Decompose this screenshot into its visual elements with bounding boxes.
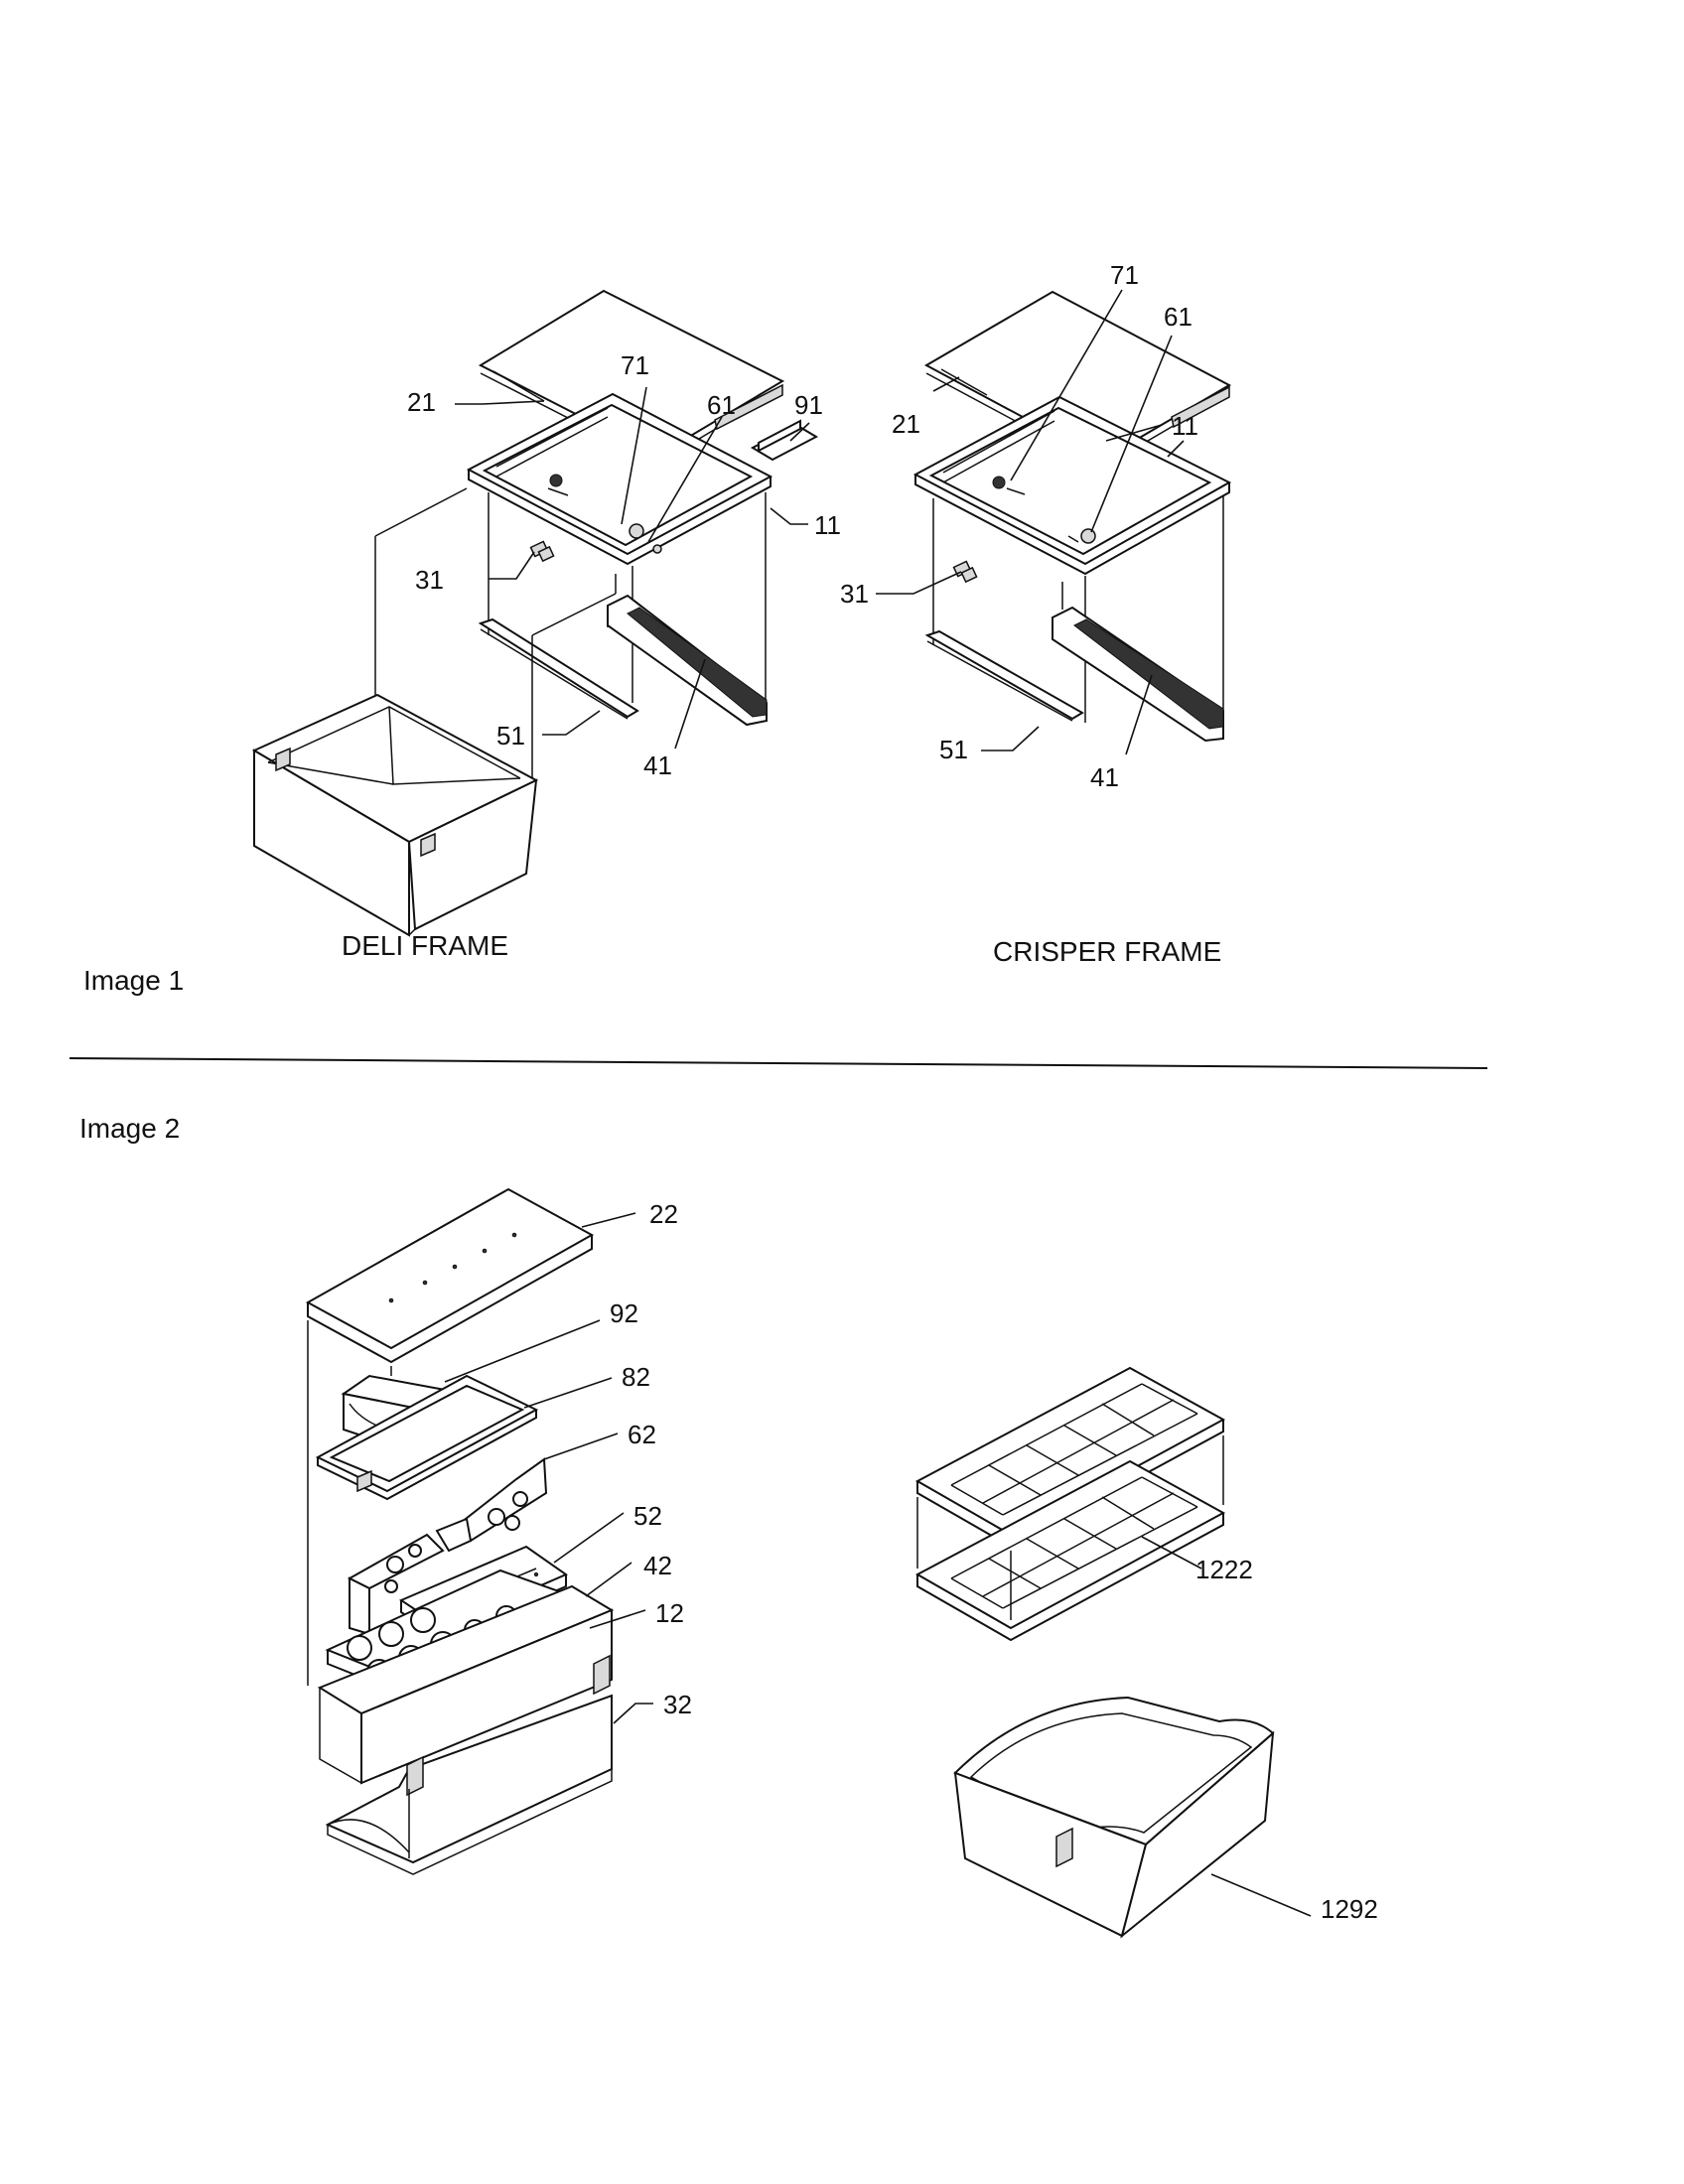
ice-trays [914, 1366, 1226, 1642]
deli-label-91: 91 [794, 390, 823, 420]
ice-bin [953, 1696, 1312, 1939]
ice-bin-leader [1210, 1873, 1312, 1917]
deli-label-31: 31 [415, 565, 444, 595]
door-assembly [305, 1187, 615, 1875]
door-label-42: 42 [643, 1551, 672, 1580]
door-label-82: 82 [622, 1362, 650, 1392]
door-label-62: 62 [628, 1420, 656, 1449]
crisper-label-41: 41 [1090, 762, 1119, 792]
crisper-label-51: 51 [939, 735, 968, 764]
crisper-label-61: 61 [1164, 302, 1193, 332]
crisper-rail-51 [924, 629, 1084, 722]
deli-frame-caption: DELI FRAME [342, 930, 508, 961]
deli-label-41: 41 [643, 751, 672, 780]
door-label-22: 22 [649, 1199, 678, 1229]
door-holder-62 [435, 1457, 548, 1553]
door-bin-32 [317, 1584, 615, 1875]
ice-bin-label-1292: 1292 [1321, 1894, 1378, 1924]
deli-label-11: 11 [814, 510, 841, 540]
door-leader-lines [444, 1212, 653, 1724]
deli-frame-assembly [251, 289, 819, 937]
ice-tray-leader [1141, 1536, 1202, 1570]
ice-tray-label-1222: 1222 [1195, 1555, 1253, 1584]
deli-drawer-pan [251, 693, 539, 937]
image2-section-label: Image 2 [79, 1113, 180, 1144]
door-holder-62-left [347, 1533, 445, 1636]
door-label-12: 12 [655, 1598, 684, 1628]
deli-leader-lines [455, 386, 810, 750]
crisper-label-71: 71 [1110, 260, 1139, 290]
image1-section-label: Image 1 [83, 965, 184, 996]
deli-label-71: 71 [621, 350, 649, 380]
crisper-label-31: 31 [840, 579, 869, 609]
crisper-frame-caption: CRISPER FRAME [993, 936, 1221, 967]
deli-part-91 [750, 419, 819, 462]
section-divider [69, 1057, 1488, 1069]
door-label-52: 52 [633, 1501, 662, 1531]
deli-label-51: 51 [496, 721, 525, 751]
deli-label-61: 61 [707, 390, 736, 420]
crisper-label-21: 21 [892, 409, 920, 439]
door-tray-82 [315, 1374, 539, 1501]
deli-rail-51 [478, 617, 639, 720]
crisper-frame-top [912, 395, 1232, 576]
ice-tray-bottom [914, 1459, 1226, 1642]
door-label-32: 32 [663, 1690, 692, 1719]
crisper-rail-41 [1052, 606, 1224, 743]
crisper-part-31 [952, 560, 978, 584]
door-label-92: 92 [610, 1298, 638, 1328]
deli-cover-glass [478, 289, 785, 465]
deli-label-21: 21 [407, 387, 436, 417]
deli-frame-top [466, 392, 773, 566]
deli-part-31 [529, 540, 555, 563]
crisper-label-11: 11 [1172, 411, 1198, 441]
crisper-frame-assembly [912, 290, 1232, 743]
crisper-leader-lines [876, 289, 1185, 755]
deli-projection-lines [374, 487, 617, 780]
deli-rail-41 [607, 594, 768, 727]
door-lid-22 [305, 1187, 595, 1364]
